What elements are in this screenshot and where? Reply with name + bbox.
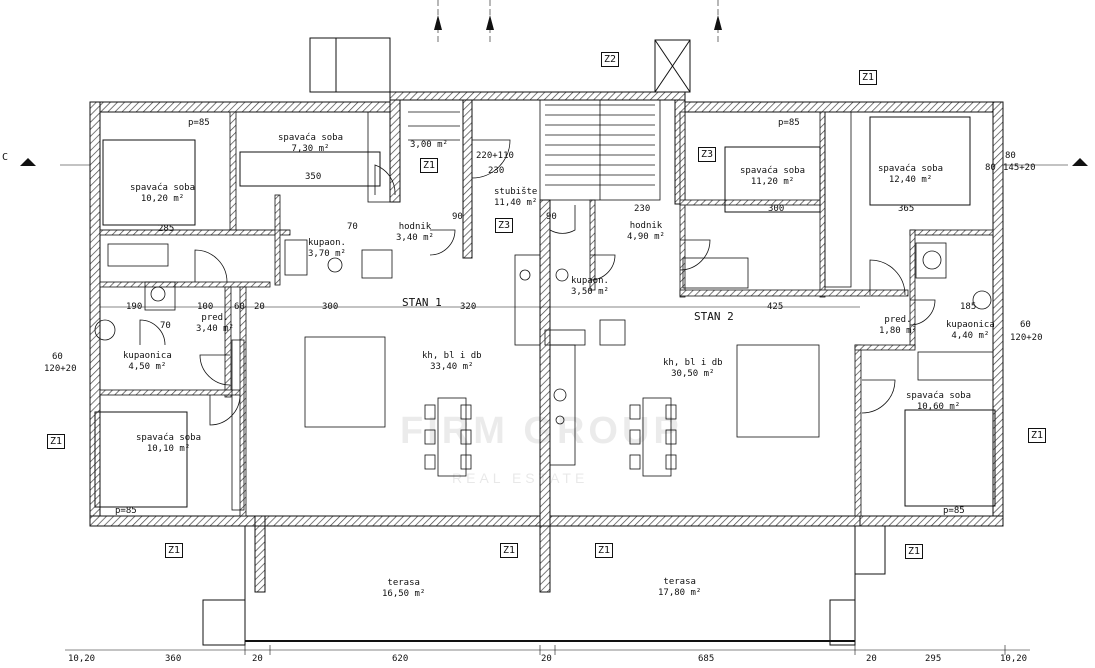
dimension-label: 300: [768, 204, 785, 214]
kitchen-dining: [304, 254, 820, 477]
dimension-label: 20: [254, 302, 265, 312]
dining-chair: [629, 454, 641, 470]
dimension-label: p=85: [188, 118, 210, 128]
dimension-label: 10,20: [68, 654, 96, 664]
dimension-label: 70: [160, 321, 171, 331]
dimension-label: 10,20: [1000, 654, 1028, 664]
dimension-label: 70: [347, 222, 358, 232]
wardrobes: [107, 111, 994, 511]
dimension-label: 220+110: [476, 151, 514, 161]
dimension-label: 320: [460, 302, 477, 312]
dimension-label: 350: [305, 172, 322, 182]
window-tag-z1: Z1: [1028, 428, 1047, 443]
section-marker-c: C: [2, 152, 9, 163]
window-tag-z2: Z2: [601, 52, 620, 67]
bathroom-fixtures: [94, 239, 992, 346]
dimension-label: 295: [925, 654, 942, 664]
window-tag-z1: Z1: [47, 434, 66, 449]
dimension-lines: [60, 0, 1068, 655]
dining-chair: [424, 429, 436, 445]
unit-label-stan2: STAN 2: [694, 310, 734, 323]
window-tag-z3: Z3: [698, 147, 717, 162]
dimension-label: 620: [392, 654, 409, 664]
terrace-outline: [202, 525, 886, 646]
room-label-stan1-entry: pred.3,40 m²: [196, 313, 234, 334]
dimension-label: 185: [960, 302, 977, 312]
dimension-label: p=85: [115, 506, 137, 516]
window-tag-z1: Z1: [420, 158, 439, 173]
dimension-label: 285: [158, 224, 175, 234]
dimension-label: 145+20: [1003, 163, 1036, 173]
room-label-entrance: 3,00 m²: [410, 140, 448, 150]
dimension-label: 190: [126, 302, 143, 312]
watermark-real-estate: REAL ESTATE: [452, 470, 589, 486]
dimension-label: 425: [767, 302, 784, 312]
dimension-label: 120+20: [1010, 333, 1043, 343]
room-label-stan1-bathroom-small: kupaon.3,70 m²: [308, 238, 346, 259]
dimension-label: 20: [541, 654, 552, 664]
dimension-label: 230: [488, 166, 505, 176]
dimension-label: 60: [1020, 320, 1031, 330]
window-tag-z1: Z1: [165, 543, 184, 558]
dimension-label: 100: [197, 302, 214, 312]
dimension-label: 685: [698, 654, 715, 664]
dimension-label: 80: [1005, 151, 1016, 161]
dimension-label: 90: [546, 212, 557, 222]
dimension-label: 60: [52, 352, 63, 362]
unit-label-stan1: STAN 1: [402, 296, 442, 309]
dining-chair: [424, 404, 436, 420]
dining-chair: [629, 404, 641, 420]
dimension-label: p=85: [778, 118, 800, 128]
window-tag-z1: Z1: [500, 543, 519, 558]
room-label-stan2-entry: pred.1,80 m²: [879, 315, 917, 336]
dimension-label: 20: [252, 654, 263, 664]
door-swings: [139, 139, 936, 426]
dimension-label: 300: [322, 302, 339, 312]
window-tag-z1: Z1: [905, 544, 924, 559]
stairs: [408, 99, 661, 201]
dimension-label: 365: [898, 204, 915, 214]
room-label-stan2-bathroom-small: kupaon.3,50 m²: [571, 276, 609, 297]
beds: [94, 116, 996, 508]
dining-chair: [629, 429, 641, 445]
dimension-label: p=85: [943, 506, 965, 516]
dimension-label: 230: [634, 204, 651, 214]
dimension-label: 360: [165, 654, 182, 664]
dimension-label: 20: [866, 654, 877, 664]
window-tag-z3: Z3: [495, 218, 514, 233]
dimension-label: 60: [234, 302, 245, 312]
watermark-firm-group: FIRM GROUP: [400, 410, 683, 452]
window-tag-z1: Z1: [859, 70, 878, 85]
interior-walls: [99, 111, 994, 517]
dimension-label: 120+20: [44, 364, 77, 374]
dimension-label: 80: [985, 163, 996, 173]
window-tag-z1: Z1: [595, 543, 614, 558]
top-outlines: [309, 37, 691, 93]
dining-chair: [424, 454, 436, 470]
dimension-label: 90: [452, 212, 463, 222]
section-markers: [20, 15, 1088, 166]
